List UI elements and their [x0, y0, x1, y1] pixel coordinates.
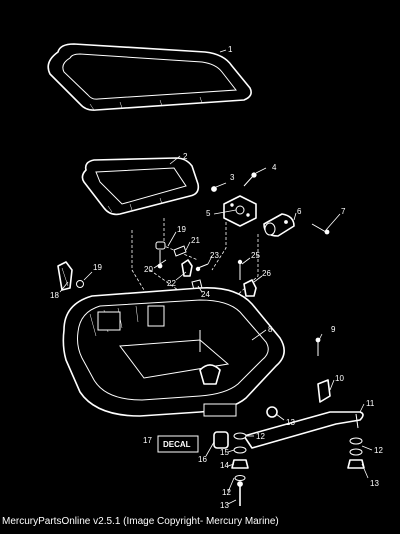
part-13-bolt-bottom — [237, 481, 243, 506]
callout-10: 10 — [335, 374, 344, 383]
part-8-bottom-cowl — [62, 287, 285, 417]
callout-4: 4 — [272, 163, 277, 172]
callout-19-top: 19 — [177, 225, 186, 234]
callout-20: 20 — [144, 265, 153, 274]
part-3-screw — [211, 182, 227, 192]
part-19b-bushing — [76, 280, 84, 288]
part-5-latch-bracket — [223, 195, 257, 227]
part-4-screw — [243, 167, 267, 187]
callout-13-right: 13 — [370, 479, 379, 488]
part-17-decal: DECAL — [157, 435, 199, 453]
part-10-bracket — [317, 379, 331, 403]
part-2-lower-seal — [81, 157, 200, 216]
callout-numbers: 1 2 3 4 5 6 7 8 9 10 11 12 12 12 13 13 1… — [50, 45, 383, 510]
callout-14: 14 — [220, 461, 229, 470]
part-19-bushing — [155, 241, 166, 250]
part-13-nut-right — [347, 459, 365, 469]
decal-label: DECAL — [163, 440, 191, 449]
callout-12-mid: 12 — [256, 432, 265, 441]
callout-24: 24 — [201, 290, 210, 299]
callout-2: 2 — [183, 152, 188, 161]
callout-19-left: 19 — [93, 263, 102, 272]
callout-16: 16 — [198, 455, 207, 464]
part-11-rod — [243, 411, 364, 449]
part-6-latch — [263, 213, 295, 237]
callout-12-right: 12 — [374, 446, 383, 455]
callout-18: 18 — [50, 291, 59, 300]
callout-21: 21 — [191, 236, 200, 245]
part-16-plug — [213, 431, 229, 449]
part-25-screw — [237, 259, 243, 280]
callout-25: 25 — [251, 251, 260, 260]
callout-3: 3 — [230, 173, 235, 182]
part-13-nut-mid — [266, 406, 278, 418]
callout-9: 9 — [331, 325, 336, 334]
copyright-footer: MercuryPartsOnline v2.5.1 (Image Copyrig… — [2, 516, 279, 527]
callout-13-mid: 13 — [286, 418, 295, 427]
callout-17: 17 — [143, 436, 152, 445]
callout-26: 26 — [262, 269, 271, 278]
callout-6: 6 — [297, 207, 302, 216]
part-12-washer-bottom — [234, 475, 246, 481]
part-7-screw — [311, 223, 330, 235]
part-9-screw — [315, 337, 321, 356]
callout-23: 23 — [210, 251, 219, 260]
part-12-washers-right — [349, 437, 363, 456]
callout-11: 11 — [366, 399, 375, 408]
callout-7: 7 — [341, 207, 346, 216]
part-12-washer-mid — [233, 432, 247, 440]
part-1-top-seal — [47, 43, 252, 111]
callout-13-bottom: 13 — [220, 501, 229, 510]
part-15-washer — [233, 446, 247, 454]
leader-lines — [59, 49, 373, 505]
callout-5: 5 — [206, 209, 211, 218]
part-21-clip — [173, 245, 187, 257]
part-26-bracket — [243, 279, 257, 297]
callout-15: 15 — [220, 448, 229, 457]
part-14-nut — [231, 459, 249, 469]
callout-8: 8 — [268, 325, 273, 334]
callout-12-bottom: 12 — [222, 488, 231, 497]
callout-1: 1 — [228, 45, 233, 54]
part-23-screw — [195, 263, 209, 272]
callout-22: 22 — [167, 279, 176, 288]
